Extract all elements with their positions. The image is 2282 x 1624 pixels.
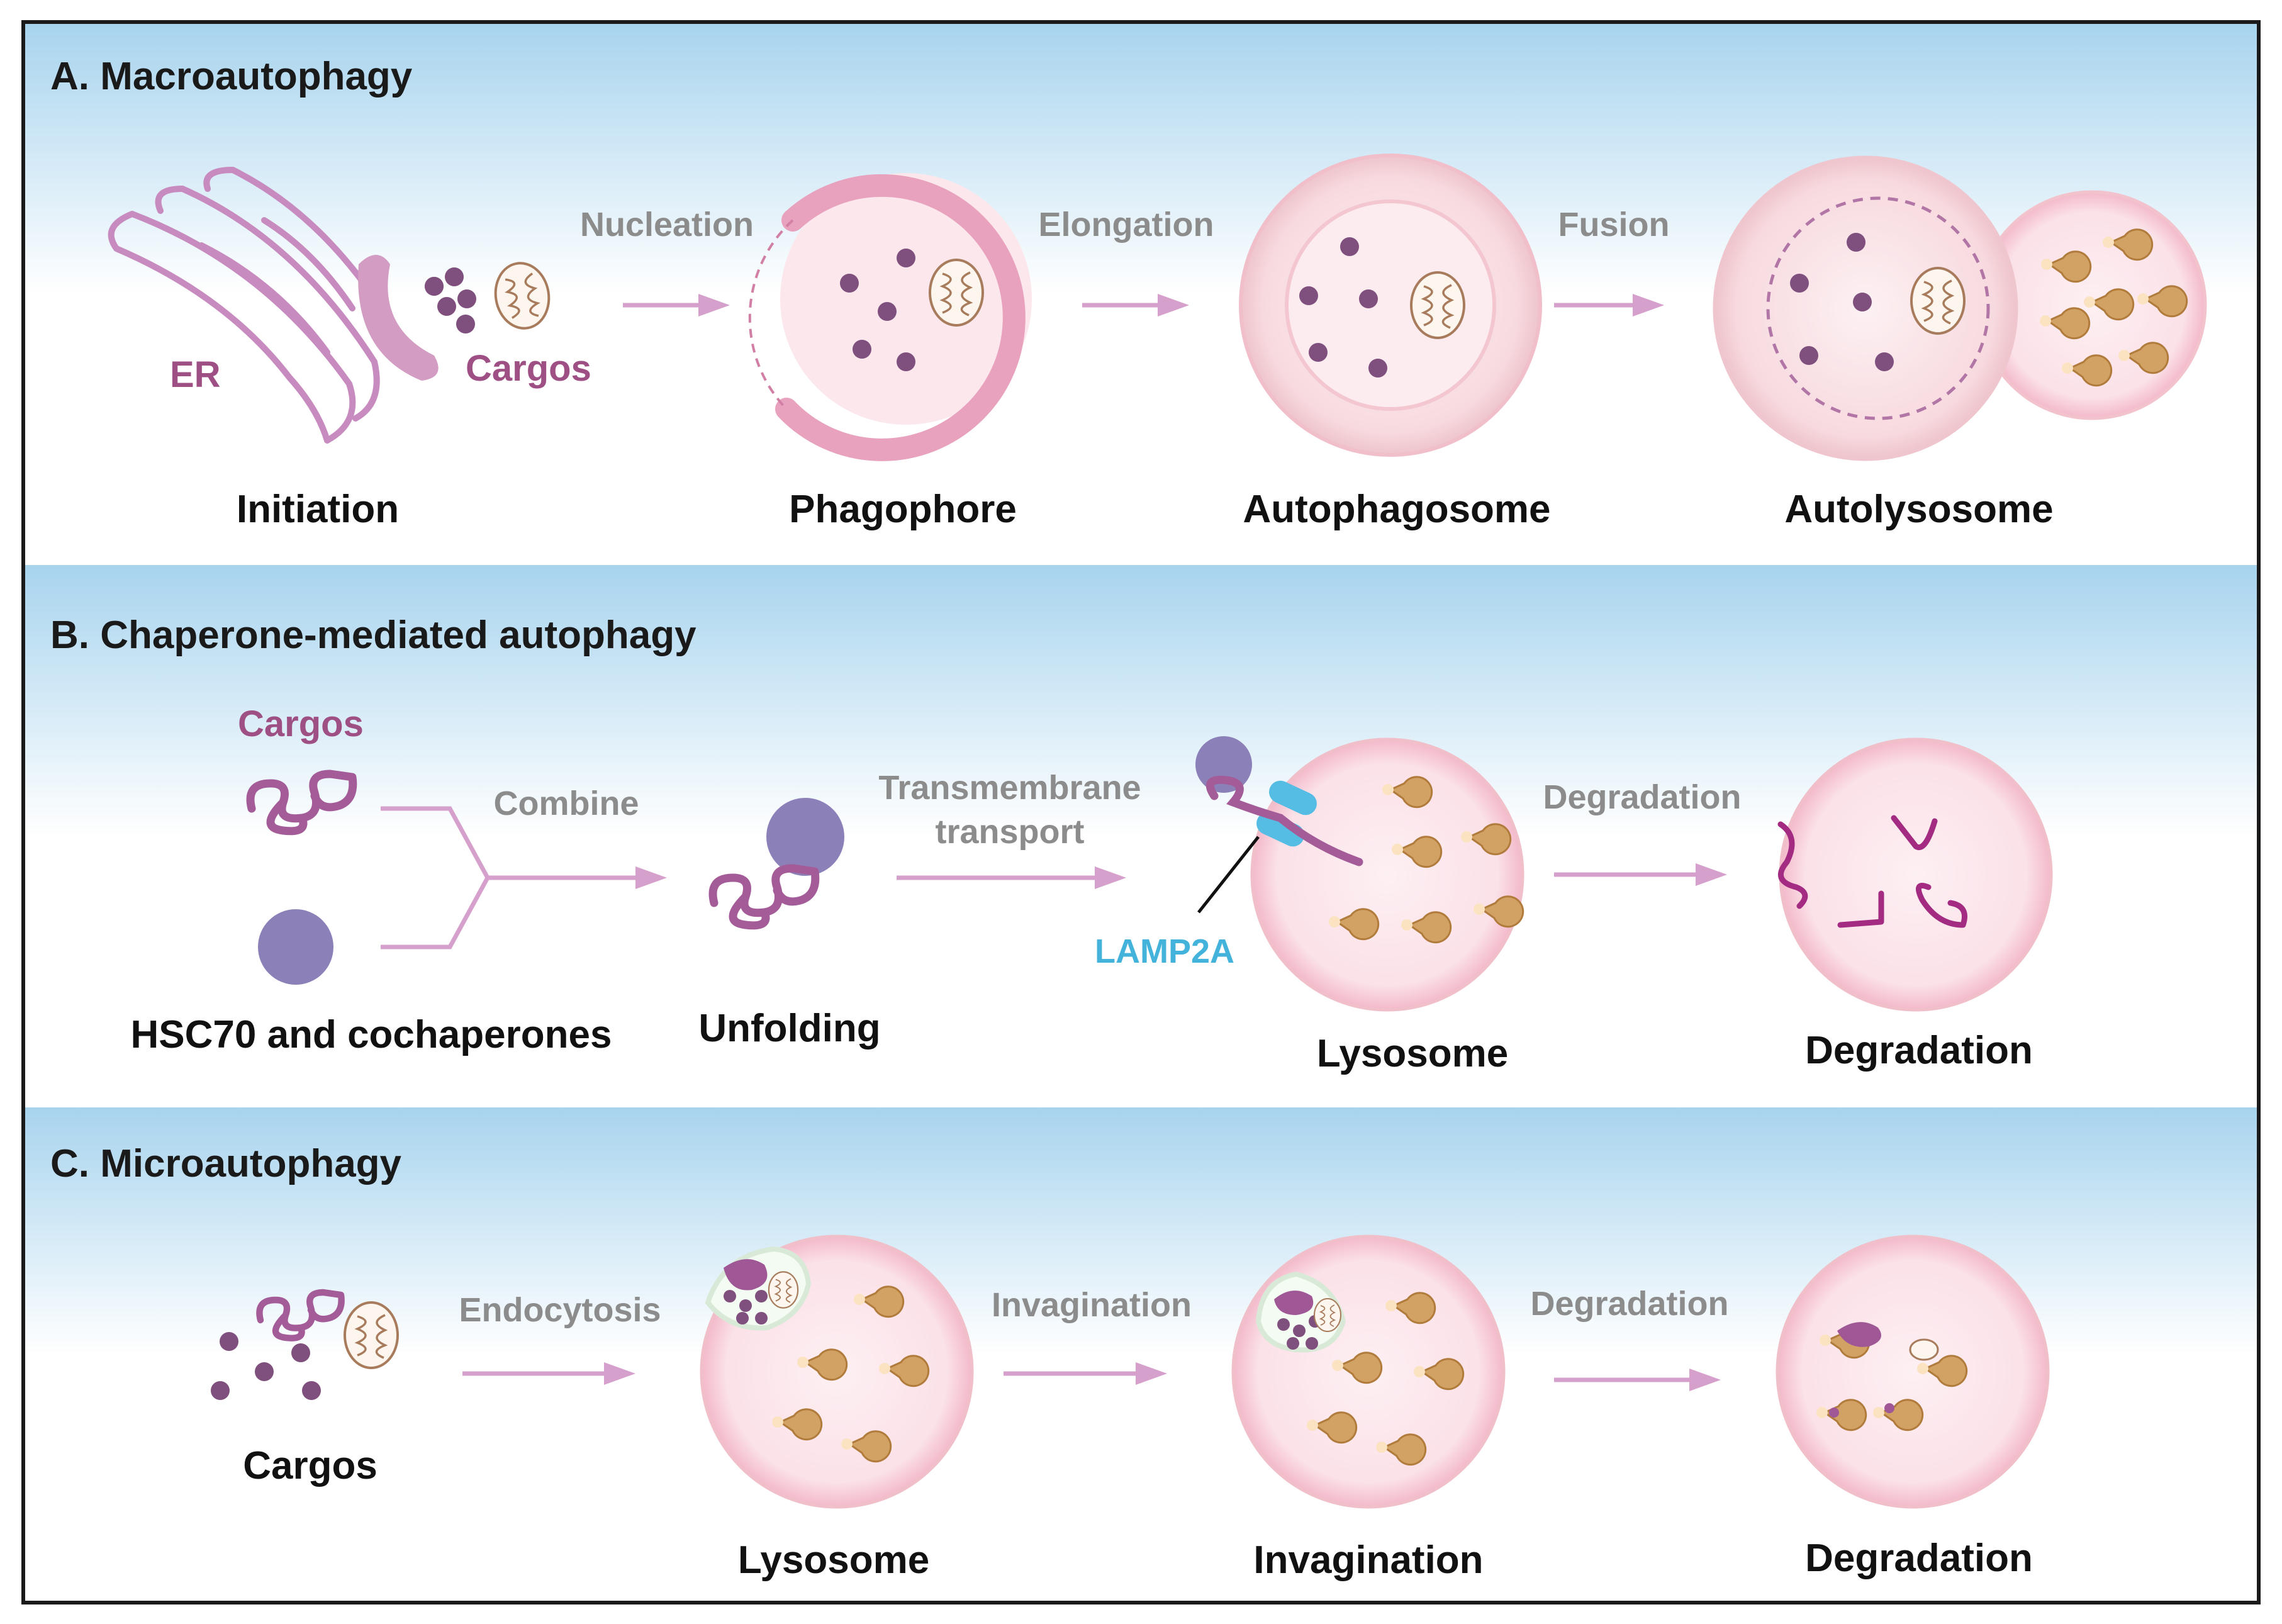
stage-hsc70: HSC70 and cochaperones [131,1013,612,1056]
stage-lysosome-c: Lysosome [738,1538,929,1582]
arrow-degradation-c [1554,1369,1721,1391]
stage-degradation-b: Degradation [1805,1029,2033,1072]
step-invagination: Invagination [992,1286,1192,1324]
arrow-transmembrane [897,866,1126,889]
degradation-lysosome-c-icon [1776,1235,2050,1509]
arrow-degradation-b [1554,863,1727,886]
cargos-c-icon [211,1292,399,1400]
stage-initiation: Initiation [237,488,399,531]
stage-invagination: Invagination [1253,1538,1483,1582]
step-nucleation: Nucleation [580,206,754,244]
panel-a-title: A. Macroautophagy [50,55,413,98]
cargos-label-b: Cargos [238,703,364,744]
phagophore-icon [748,173,1032,461]
stage-autolysosome: Autolysosome [1784,488,2053,531]
step-endocytosis: Endocytosis [459,1291,661,1329]
cargos-label-a: Cargos [466,348,591,389]
combine-connector [381,806,667,949]
autophagosome-icon [1239,154,1542,457]
step-combine: Combine [493,785,639,822]
panel-b-title: B. Chaperone-mediated autophagy [50,613,696,657]
substrate-translocating-icon [1195,736,1363,866]
step-transmembrane-line1: Transmembrane [878,769,1141,807]
arrow-fusion [1554,294,1664,316]
unfolding-complex-icon [713,798,844,926]
autolysosome-icon [1713,155,2207,461]
er-label: ER [170,354,221,395]
hsc70-icon [258,909,333,985]
stage-unfolding: Unfolding [698,1007,880,1050]
invagination-lysosome-icon [1231,1235,1506,1509]
lysosome-b-icon [1250,737,1524,1012]
stage-autophagosome: Autophagosome [1243,488,1550,531]
step-elongation: Elongation [1039,206,1214,244]
stage-lysosome-b: Lysosome [1317,1032,1508,1075]
stage-degradation-c: Degradation [1805,1537,2033,1580]
stage-cargos-c: Cargos [243,1444,378,1487]
step-transmembrane-line2: transport [935,813,1084,851]
arrow-nucleation [623,294,730,316]
arrow-elongation [1082,294,1189,316]
cargo-receptor-icon [358,255,439,381]
arrow-endocytosis [462,1362,635,1385]
degradation-lysosome-b-icon [1777,737,2053,1012]
stage-phagophore: Phagophore [789,488,1017,531]
step-degradation-c: Degradation [1530,1285,1728,1323]
step-fusion: Fusion [1558,206,1670,244]
lamp2a-pointer [1197,836,1260,914]
step-degradation-b: Degradation [1543,778,1741,816]
lysosome-c-icon [700,1235,974,1509]
arrow-invagination [1004,1362,1167,1385]
lamp2a-channel-icon [1256,780,1317,847]
lamp2a-label: LAMP2A [1095,932,1234,970]
panel-c-title: C. Microautophagy [50,1142,402,1185]
